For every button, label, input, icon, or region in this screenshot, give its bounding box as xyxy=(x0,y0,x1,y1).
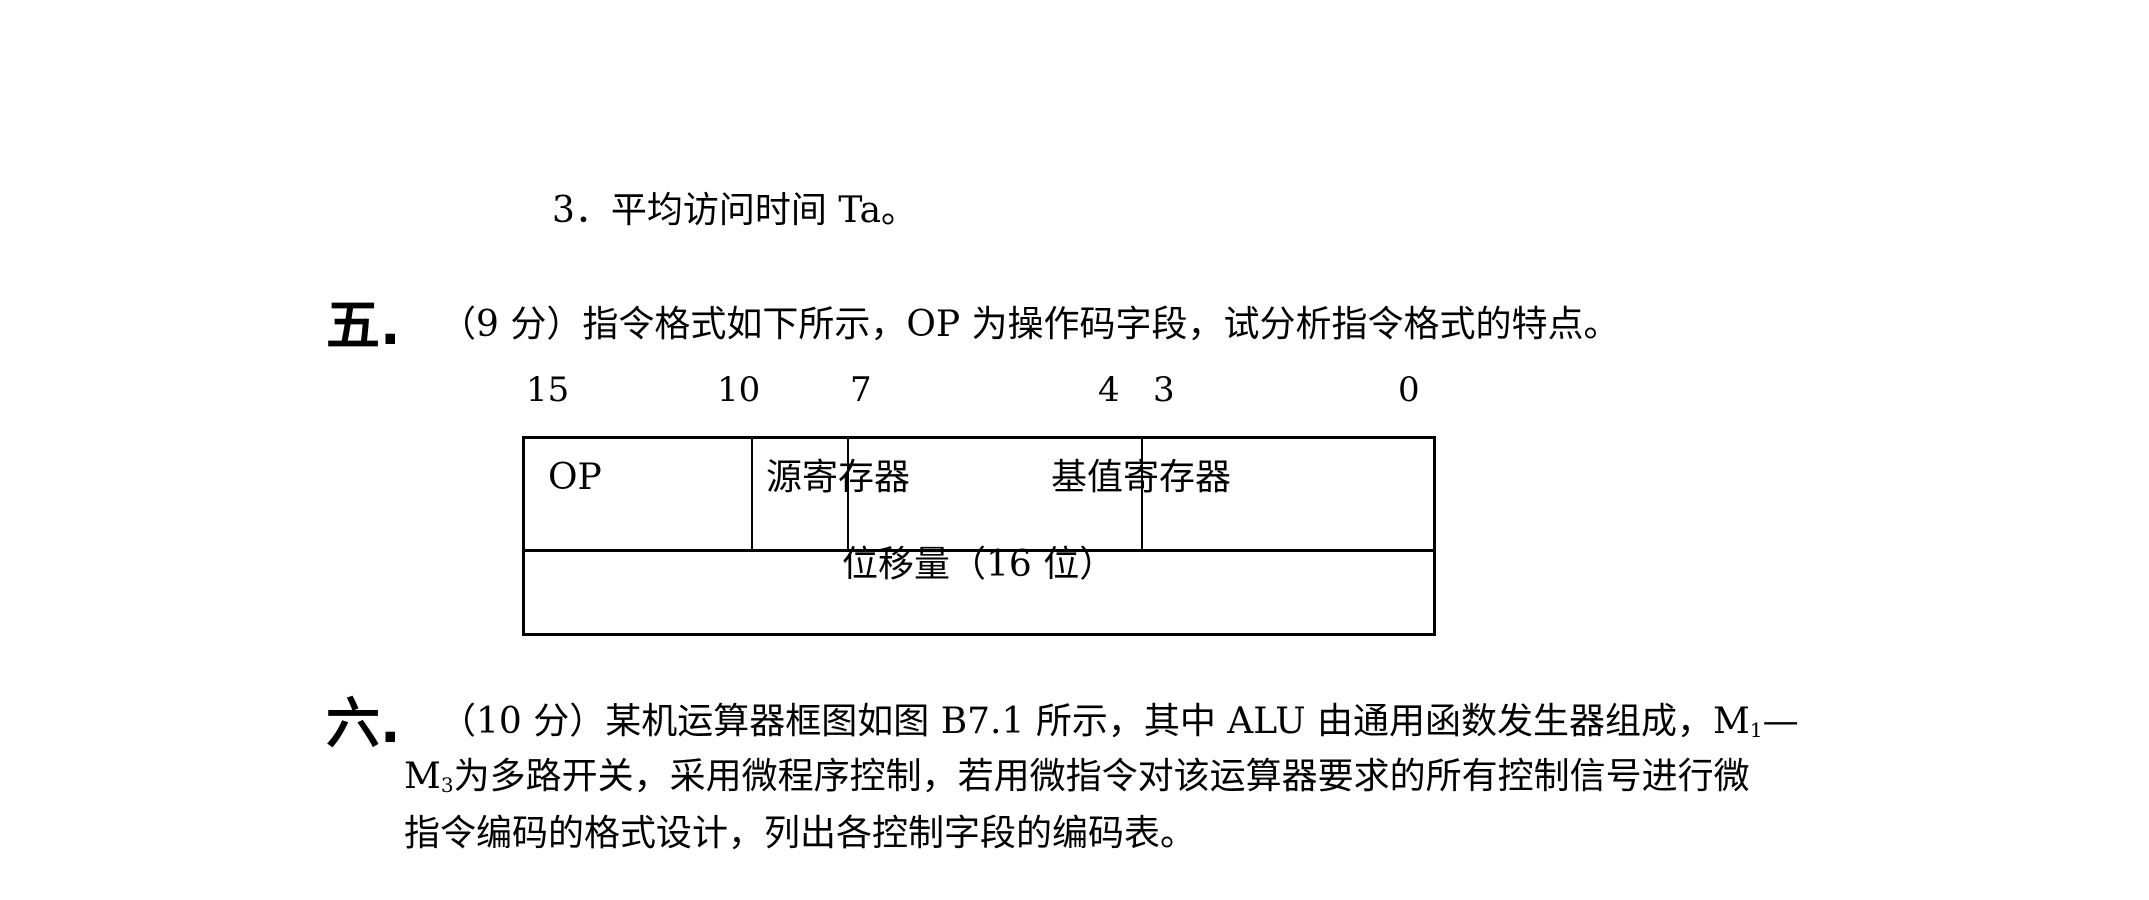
question-6-line-2-text: 为多路开关，采用微程序控制，若用微指令对该运算器要求的所有控制信号进行微 xyxy=(453,756,1750,797)
bit-label-4: 4 xyxy=(1098,370,1120,410)
question-5-text: （9 分）指令格式如下所示，OP 为操作码字段，试分析指令格式的特点。 xyxy=(440,304,1620,345)
em-dash: — xyxy=(1762,701,1799,742)
divider-row xyxy=(525,549,1433,552)
field-op: OP xyxy=(548,457,602,498)
bit-label-0: 0 xyxy=(1398,370,1420,410)
bit-label-10: 10 xyxy=(717,370,761,410)
subscript-3: 3 xyxy=(440,773,454,797)
question-6-line-1-text: （10 分）某机运算器框图如图 B7.1 所示，其中 ALU 由通用函数发生器组… xyxy=(440,701,1750,742)
field-base-register: 基值寄存器 xyxy=(1051,457,1232,498)
instruction-format-table: OP 源寄存器 基值寄存器 位移量（16 位） xyxy=(522,436,1436,636)
question-5-number: 五. xyxy=(326,294,401,357)
bit-label-7: 7 xyxy=(850,370,872,410)
subscript-1: 1 xyxy=(1749,718,1763,742)
bit-label-3: 3 xyxy=(1153,370,1175,410)
divider-bit-3 xyxy=(1141,439,1143,551)
divider-op-source xyxy=(751,439,753,551)
bit-label-15: 15 xyxy=(526,370,570,410)
question-6-line-2: M3为多路开关，采用微程序控制，若用微指令对该运算器要求的所有控制信号进行微 xyxy=(404,755,1750,803)
divider-bit-7 xyxy=(847,439,849,551)
field-displacement: 位移量（16 位） xyxy=(842,544,1116,585)
item-3-text: 3．平均访问时间 Ta。 xyxy=(552,190,918,231)
m-label: M xyxy=(404,756,441,797)
question-6-line-1: （10 分）某机运算器框图如图 B7.1 所示，其中 ALU 由通用函数发生器组… xyxy=(440,700,1799,748)
field-source-register: 源寄存器 xyxy=(766,457,911,498)
question-6-number: 六. xyxy=(326,692,401,755)
question-6-line-3: 指令编码的格式设计，列出各控制字段的编码表。 xyxy=(404,813,1197,854)
